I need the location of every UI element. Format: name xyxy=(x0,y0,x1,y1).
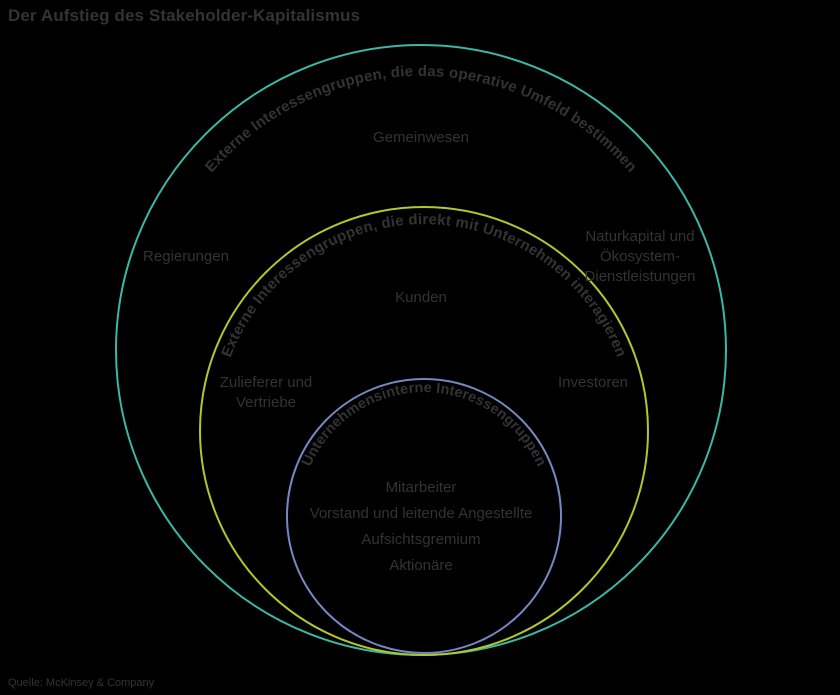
inner-ring-title: Unternehmensinterne Interessengruppen xyxy=(299,380,549,469)
label-naturkapital-line2: Ökosystem- xyxy=(600,247,680,265)
middle-ring-circle xyxy=(199,206,649,656)
label-vorstand: Vorstand und leitende Angestellte xyxy=(310,505,533,522)
label-zulieferer-line2: Vertriebe xyxy=(236,394,296,411)
source-note: Quelle: McKinsey & Company xyxy=(8,677,155,689)
label-investoren: Investoren xyxy=(558,374,628,391)
label-kunden: Kunden xyxy=(395,289,447,306)
inner-ring-title-text: Unternehmensinterne Interessengruppen xyxy=(299,380,549,469)
label-aufsichtsgremium: Aufsichtsgremium xyxy=(361,531,480,548)
label-naturkapital-line3: Dienstleistungen xyxy=(585,268,696,285)
inner-ring-circle xyxy=(286,378,562,654)
label-zulieferer-line1: Zulieferer und xyxy=(220,374,313,391)
label-mitarbeiter: Mitarbeiter xyxy=(386,479,457,496)
outer-ring-title-text: Externe Interessengruppen, die das opera… xyxy=(202,63,640,176)
middle-ring-title: Externe Interessengruppen, die direkt mi… xyxy=(218,211,629,359)
chart-title: Der Aufstieg des Stakeholder-Kapitalismu… xyxy=(8,6,361,25)
middle-ring-title-text: Externe Interessengruppen, die direkt mi… xyxy=(218,211,629,359)
outer-ring-title: Externe Interessengruppen, die das opera… xyxy=(202,63,640,176)
label-aktionaere: Aktionäre xyxy=(389,557,452,574)
label-regierungen: Regierungen xyxy=(143,248,229,265)
label-naturkapital-line1: Naturkapital und xyxy=(585,228,694,245)
label-gemeinwesen: Gemeinwesen xyxy=(373,129,469,146)
